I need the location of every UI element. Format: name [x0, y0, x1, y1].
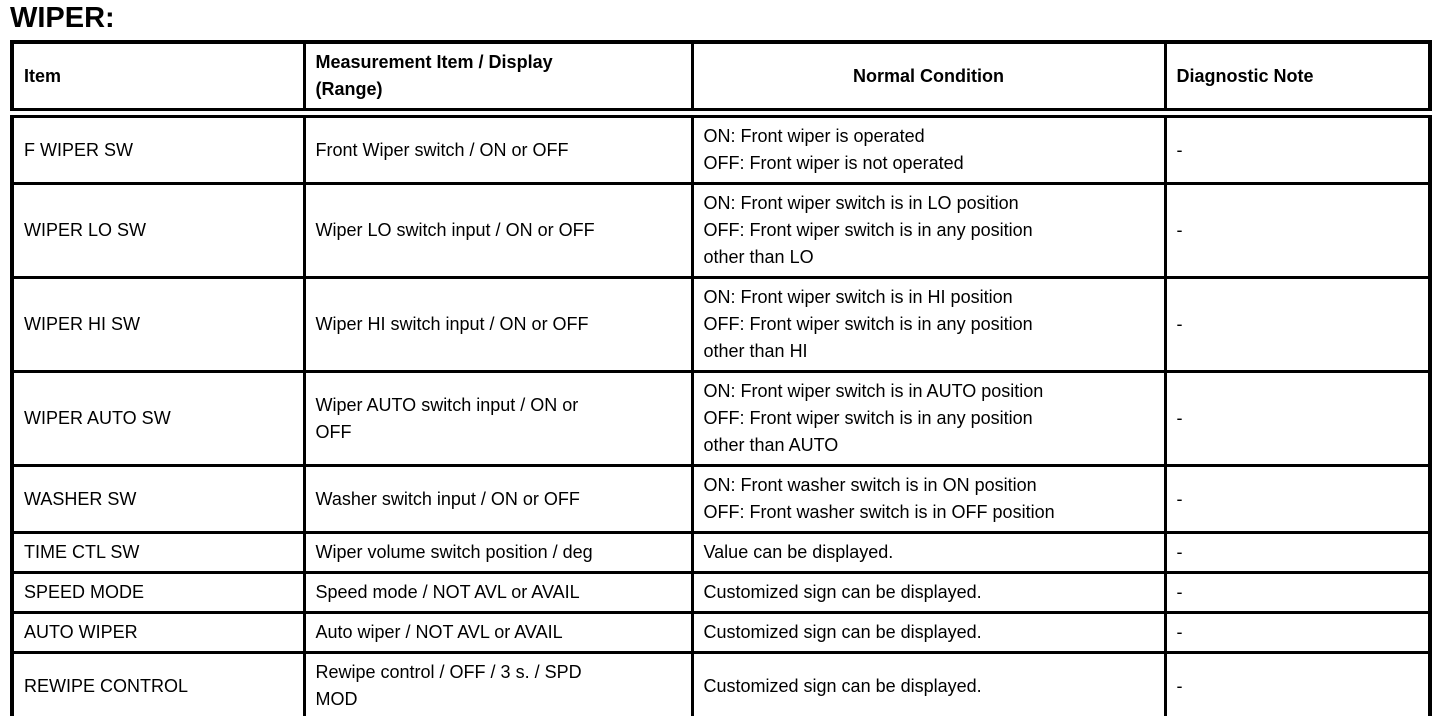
cell-measurement: Speed mode / NOT AVL or AVAIL [302, 571, 694, 614]
cell-item: WIPER HI SW [10, 276, 306, 373]
cell-normal-condition: ON: Front wiper switch is in AUTO positi… [690, 370, 1167, 467]
cell-normal-condition: ON: Front washer switch is in ON positio… [690, 464, 1167, 534]
cell-diagnostic-note: - [1163, 276, 1432, 373]
cell-diagnostic-note: - [1163, 370, 1432, 467]
cell-item: AUTO WIPER [10, 611, 306, 654]
cell-measurement: Rewipe control / OFF / 3 s. / SPD MOD [302, 651, 694, 716]
cell-normal-condition: ON: Front wiper switch is in LO position… [690, 182, 1167, 279]
cell-item: WIPER LO SW [10, 182, 306, 279]
cell-diagnostic-note: - [1163, 182, 1432, 279]
cell-item: WASHER SW [10, 464, 306, 534]
cell-measurement: Wiper HI switch input / ON or OFF [302, 276, 694, 373]
cell-normal-condition: Customized sign can be displayed. [690, 611, 1167, 654]
cell-normal-condition: Customized sign can be displayed. [690, 651, 1167, 716]
col-header-measurement: Measurement Item / Display (Range) [302, 40, 694, 118]
cell-diagnostic-note: - [1163, 111, 1432, 185]
cell-measurement: Front Wiper switch / ON or OFF [302, 111, 694, 185]
wiper-data-table: Item Measurement Item / Display (Range) … [10, 40, 1432, 716]
table-row: AUTO WIPER Auto wiper / NOT AVL or AVAIL… [10, 611, 1432, 654]
cell-measurement: Auto wiper / NOT AVL or AVAIL [302, 611, 694, 654]
col-header-item: Item [10, 40, 306, 118]
cell-normal-condition: ON: Front wiper is operated OFF: Front w… [690, 111, 1167, 185]
cell-diagnostic-note: - [1163, 651, 1432, 716]
cell-diagnostic-note: - [1163, 611, 1432, 654]
table-row: WASHER SW Washer switch input / ON or OF… [10, 464, 1432, 534]
cell-normal-condition: ON: Front wiper switch is in HI position… [690, 276, 1167, 373]
table-row: WIPER LO SW Wiper LO switch input / ON o… [10, 182, 1432, 279]
cell-measurement: Washer switch input / ON or OFF [302, 464, 694, 534]
section-title: WIPER: [10, 2, 115, 34]
cell-normal-condition: Value can be displayed. [690, 531, 1167, 574]
col-header-normal-condition: Normal Condition [690, 40, 1167, 118]
cell-measurement: Wiper AUTO switch input / ON or OFF [302, 370, 694, 467]
cell-item: WIPER AUTO SW [10, 370, 306, 467]
cell-diagnostic-note: - [1163, 571, 1432, 614]
cell-item: SPEED MODE [10, 571, 306, 614]
cell-item: REWIPE CONTROL [10, 651, 306, 716]
cell-normal-condition: Customized sign can be displayed. [690, 571, 1167, 614]
table-row: REWIPE CONTROL Rewipe control / OFF / 3 … [10, 651, 1432, 716]
table-header-row: Item Measurement Item / Display (Range) … [10, 40, 1432, 118]
cell-item: F WIPER SW [10, 111, 306, 185]
cell-measurement: Wiper LO switch input / ON or OFF [302, 182, 694, 279]
table-row: TIME CTL SW Wiper volume switch position… [10, 531, 1432, 574]
table-row: WIPER AUTO SW Wiper AUTO switch input / … [10, 370, 1432, 467]
cell-measurement: Wiper volume switch position / deg [302, 531, 694, 574]
table-row: SPEED MODE Speed mode / NOT AVL or AVAIL… [10, 571, 1432, 614]
cell-diagnostic-note: - [1163, 464, 1432, 534]
col-header-diagnostic-note: Diagnostic Note [1163, 40, 1432, 118]
table-row: F WIPER SW Front Wiper switch / ON or OF… [10, 111, 1432, 185]
table-row: WIPER HI SW Wiper HI switch input / ON o… [10, 276, 1432, 373]
cell-item: TIME CTL SW [10, 531, 306, 574]
cell-diagnostic-note: - [1163, 531, 1432, 574]
